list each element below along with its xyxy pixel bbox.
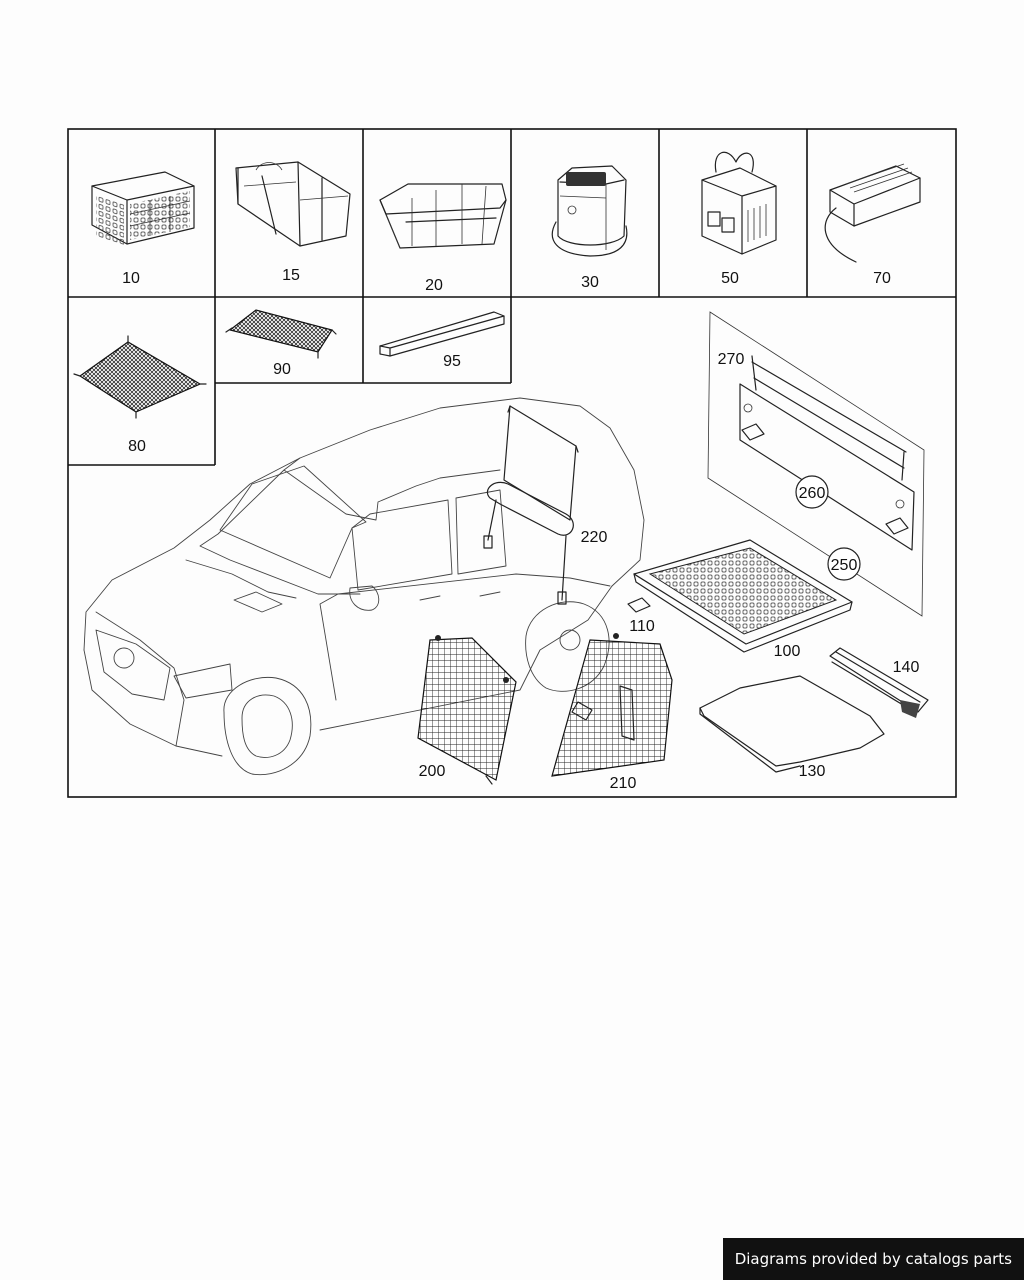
roller-blind-icon [483,405,579,605]
clip-icon [627,597,651,613]
part-label-80: 80 [128,438,146,455]
part-label-140: 140 [893,659,920,676]
floor-mat-icon [699,675,885,773]
part-label-260: 260 [799,485,826,502]
part-label-90: 90 [273,361,291,378]
cargo-tray-icon [633,539,853,653]
footer-credit: Diagrams provided by catalogs parts [722,1238,1024,1280]
part-label-50: 50 [721,270,739,287]
cooler-bag-icon [551,165,628,257]
rail-icon [379,311,505,357]
partition-grille-icon [551,633,673,777]
part-labels: 10 15 20 30 50 70 80 90 95 100 110 130 1… [122,267,919,792]
part-label-110: 110 [629,618,655,635]
floor-net-icon [225,309,337,359]
crate-icon [91,171,195,247]
part-label-10: 10 [122,270,140,287]
part-label-30: 30 [581,274,599,291]
rolled-mat-icon [829,647,929,718]
part-label-270: 270 [718,351,745,368]
rails-panel-icon [707,311,925,617]
diagram-frame [67,128,957,798]
organizer-icon [235,161,351,247]
part-label-210: 210 [610,775,637,792]
part-label-100: 100 [774,643,801,660]
part-label-200: 200 [419,763,446,780]
part-label-250: 250 [831,557,858,574]
cargo-net-icon [73,335,207,419]
part-label-20: 20 [425,277,443,294]
part-label-15: 15 [282,267,300,284]
part-label-130: 130 [799,763,826,780]
part-label-70: 70 [873,270,891,287]
basket-icon [379,183,507,249]
vehicle-outline [83,397,645,776]
part-label-220: 220 [581,529,608,546]
part-label-95: 95 [443,353,461,370]
dog-guard-icon [417,635,517,785]
callout-circles [795,475,861,581]
inverter-icon [824,163,921,263]
cool-box-icon [701,151,777,255]
